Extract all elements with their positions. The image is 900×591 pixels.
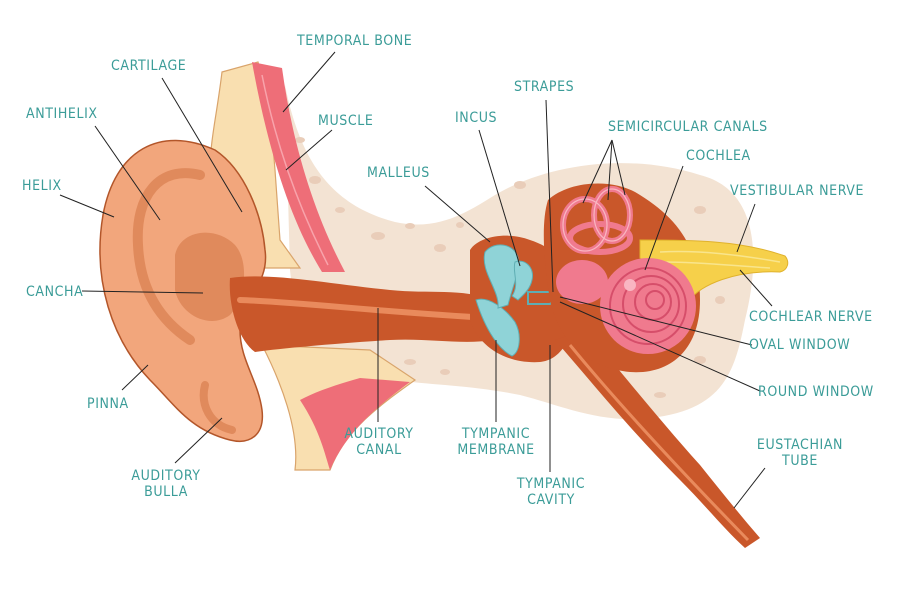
auditory-canal-shape bbox=[229, 276, 496, 352]
muscle-shape bbox=[252, 62, 345, 272]
tympanic-membrane-shape bbox=[475, 298, 520, 357]
label-cochlea: COCHLEA bbox=[686, 148, 751, 164]
label-cochlear-nerve: COCHLEAR NERVE bbox=[749, 309, 873, 325]
label-semicircular-canals: SEMICIRCULAR CANALS bbox=[608, 119, 768, 135]
concha-shape bbox=[175, 232, 245, 321]
incus-shape bbox=[511, 260, 534, 301]
label-antihelix: ANTIHELIX bbox=[26, 106, 98, 122]
label-temporal-bone: TEMPORAL BONE bbox=[297, 33, 413, 49]
label-vestibular-nerve: VESTIBULAR NERVE bbox=[730, 183, 865, 199]
cochlea-shape bbox=[600, 258, 696, 354]
label-incus: INCUS bbox=[455, 110, 498, 126]
label-cancha: CANCHA bbox=[26, 284, 84, 300]
label-strapes: STRAPES bbox=[514, 79, 575, 95]
eustachian-tube-shape bbox=[555, 330, 760, 548]
label-pinna: PINNA bbox=[87, 396, 129, 412]
malleus-shape bbox=[483, 244, 519, 309]
lower-muscle-shape bbox=[300, 378, 410, 470]
label-oval-window: OVAL WINDOW bbox=[749, 337, 851, 353]
label-helix: HELIX bbox=[22, 178, 62, 194]
label-malleus: MALLEUS bbox=[367, 165, 430, 181]
label-muscle: MUSCLE bbox=[318, 113, 374, 129]
label-round-window: ROUND WINDOW bbox=[758, 384, 874, 400]
label-cartilage: CARTILAGE bbox=[111, 58, 187, 74]
leader-lines bbox=[59, 51, 773, 509]
vestibule-shape bbox=[556, 260, 608, 304]
